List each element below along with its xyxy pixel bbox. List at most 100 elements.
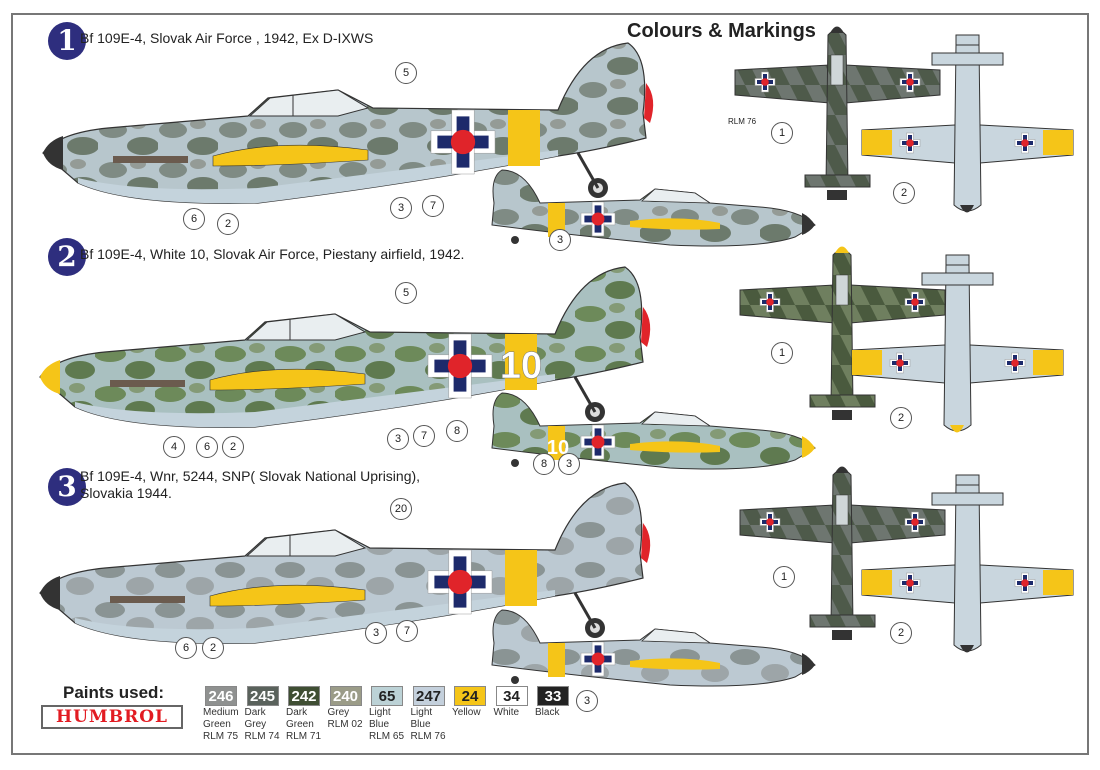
spinner [960,645,974,653]
spinner [802,653,815,675]
fuselage [491,609,816,687]
tailplane [931,492,1004,506]
fuselage [825,29,849,186]
spinner [40,576,60,610]
yellow-wing-tip [630,658,720,670]
spinner [802,213,815,235]
aircraft-side-view [39,482,651,644]
scheme-caption: Bf 109E-4, Slovak Air Force , 1942, Ex D… [80,30,374,46]
decal-callout: 5 [395,62,417,84]
decal-callout: 20 [390,498,412,520]
sheet-frame [11,13,1089,755]
decal-callout: 3 [576,690,598,712]
paint-name: Medium Green RLM 75 [203,707,239,742]
decal-callout: 6 [196,436,218,458]
decal-callout: 8 [446,420,468,442]
rlm-note: RLM 76 [728,117,757,126]
aircraft-side-view-small: 10 [491,392,816,470]
roundel-red-disc [906,579,914,587]
tail-wheel [511,676,519,684]
decal-callout: 6 [183,208,205,230]
decal-callout: 3 [365,622,387,644]
rudder [832,630,852,640]
decal-callout: 3 [558,453,580,475]
tailplane [809,394,876,408]
aircraft-bottom-view [861,34,1074,213]
tail-wheel-strut [576,152,600,189]
paint-name: Light Blue RLM 65 [369,707,405,742]
canopy [641,628,712,644]
roundel-red-disc [896,359,904,367]
roundel-red-disc [766,298,774,306]
aircraft-bottom-view [851,254,1064,433]
decal-callout: 4 [163,436,185,458]
spinner [960,205,974,213]
canopy [641,411,712,427]
underside [75,374,555,428]
roundel-red-disc [447,569,473,595]
yellow-wing-tip [852,350,882,375]
aircraft-top-view [739,466,946,640]
exhaust [110,380,185,387]
aircraft-top-view [734,26,941,200]
fuselage [943,264,972,432]
decal-callout: 2 [890,407,912,429]
tailplane [931,52,1004,66]
tailplane [804,174,871,188]
roundel-red-disc [906,78,914,86]
tailplane [921,272,994,286]
canopy [245,529,367,557]
tail-wheel [511,236,519,244]
decal-callout: 2 [890,622,912,644]
fuselage [830,249,854,406]
fuselage [953,44,982,212]
roundel-red-disc [1021,139,1029,147]
tail-wheel [511,459,519,467]
decal-callout: 7 [413,425,435,447]
paint-name: Grey RLM 02 [327,707,363,730]
decal-callout: 2 [893,182,915,204]
canopy [835,274,849,306]
spinner [43,136,63,170]
yellow-wing-tip [630,441,720,453]
paint-name: Yellow [452,707,481,718]
decal-callout: 8 [533,453,555,475]
rudder-marking [641,523,651,563]
paint-code: 240 [329,686,362,706]
exhaust [110,596,185,603]
yellow-wing-tip [630,218,720,230]
yellow-fuselage-band [548,426,565,460]
yellow-fuselage-band [505,334,537,390]
decal-callout: 3 [549,229,571,251]
scheme-number-badge: 3 [48,468,86,506]
scheme-number-badge: 2 [48,238,86,276]
decal-callout: 5 [395,282,417,304]
canopy [641,188,712,204]
aircraft-side-view: 10 [39,266,651,428]
sheet-title: Colours & Markings [627,20,816,42]
roundel-red-disc [1011,359,1019,367]
yellow-wing-tip [1043,130,1073,155]
aircraft-top-view [739,246,946,420]
roundel-red-disc [911,518,919,526]
aircraft-side-view-small [491,609,816,687]
canopy [830,54,844,86]
decal-callout: 3 [387,428,409,450]
rudder-marking [641,307,651,347]
fuselage [830,469,854,626]
spinner [950,425,964,433]
roundel-red-disc [906,139,914,147]
yellow-wing-tip [862,570,892,595]
roundel-red-disc [450,129,476,155]
roundel-red-disc [591,212,605,226]
paint-name: Dark Green RLM 71 [286,707,322,742]
canopy [835,494,849,526]
humbrol-logo: HUMBROL [41,705,183,729]
